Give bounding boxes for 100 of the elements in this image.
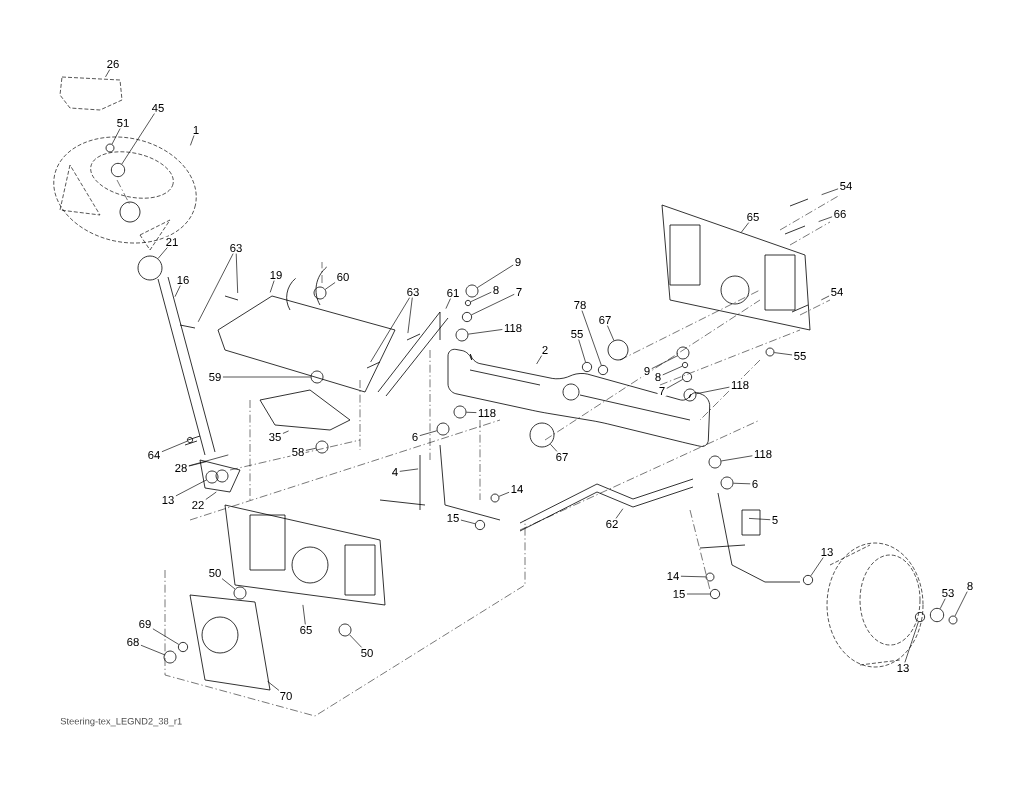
- callout-number: 60: [335, 271, 351, 283]
- leader-line: [498, 491, 510, 497]
- callout-number: 45: [150, 102, 166, 114]
- callout-number: 59: [207, 371, 223, 383]
- leader-line: [190, 135, 195, 146]
- hardware-part: [676, 346, 690, 360]
- callout-number: 13: [895, 662, 911, 674]
- hardware-part: [205, 470, 219, 484]
- leader-line: [695, 386, 730, 395]
- callout-number: 65: [298, 624, 314, 636]
- leader-line: [221, 578, 236, 590]
- hardware-part: [681, 371, 693, 383]
- callout-number: 19: [268, 269, 284, 281]
- callout-number: 21: [164, 236, 180, 248]
- leader-line: [407, 297, 413, 334]
- leader-line: [471, 293, 515, 316]
- leader-line: [302, 604, 306, 625]
- callout-number: 8: [965, 580, 975, 592]
- leader-line: [954, 591, 968, 617]
- callout-number: 63: [405, 286, 421, 298]
- callout-number: 118: [729, 379, 751, 391]
- leader-line: [818, 216, 833, 222]
- callout-number: 13: [160, 494, 176, 506]
- callout-number: 13: [819, 546, 835, 558]
- hardware-part: [186, 436, 194, 444]
- callout-number: 4: [390, 466, 400, 478]
- leader-line: [680, 575, 706, 578]
- hardware-part: [233, 586, 247, 600]
- hardware-part: [681, 361, 689, 369]
- hardware-part: [683, 388, 697, 402]
- callout-number: 61: [445, 287, 461, 299]
- leader-line: [460, 519, 476, 525]
- hardware-part: [465, 284, 479, 298]
- leader-line: [662, 365, 683, 376]
- hardware-part: [948, 615, 958, 625]
- leader-line: [774, 352, 793, 356]
- callout-number: 7: [657, 385, 667, 397]
- callout-number: 67: [597, 314, 613, 326]
- callout-number: 9: [513, 256, 523, 268]
- callout-number: 68: [125, 636, 141, 648]
- leader-line: [175, 479, 207, 497]
- callout-number: 6: [410, 431, 420, 443]
- leader-line: [615, 508, 624, 519]
- leader-line: [121, 113, 155, 165]
- leader-line: [235, 253, 239, 294]
- hardware-part: [765, 347, 775, 357]
- hardware-part: [163, 650, 177, 664]
- leader-line: [105, 69, 111, 78]
- hardware-part: [338, 623, 352, 637]
- leader-line: [904, 621, 919, 663]
- hardware-part: [313, 286, 327, 300]
- drawing-code: Steering-tex_LEGND2_38_r1: [60, 717, 182, 727]
- callout-number: 1: [191, 124, 201, 136]
- hardware-part: [461, 311, 473, 323]
- leader-line: [305, 447, 317, 451]
- leader-line: [445, 298, 451, 309]
- leader-line: [282, 430, 289, 434]
- leader-line: [550, 443, 558, 452]
- callout-number: 15: [445, 512, 461, 524]
- callout-number: 53: [940, 587, 956, 599]
- callout-number: 8: [491, 284, 501, 296]
- leader-line: [733, 482, 751, 485]
- leader-line: [468, 329, 503, 335]
- callout-number: 66: [832, 208, 848, 220]
- callout-number: 50: [359, 647, 375, 659]
- hardware-part: [705, 572, 715, 582]
- hardware-part: [105, 143, 115, 153]
- callout-number: 16: [175, 274, 191, 286]
- hardware-part: [474, 519, 486, 531]
- leader-line: [651, 355, 678, 369]
- callout-number: 7: [514, 286, 524, 298]
- hardware-part: [310, 370, 324, 384]
- hardware-part: [607, 339, 629, 361]
- leader-line: [477, 264, 514, 288]
- hardware-part: [455, 328, 469, 342]
- leader-line: [740, 222, 750, 233]
- leader-line: [152, 628, 179, 645]
- callout-number: 70: [278, 690, 294, 702]
- callout-number: 51: [115, 117, 131, 129]
- callout-number: 55: [792, 350, 808, 362]
- hardware-part: [464, 299, 472, 307]
- callout-number: 8: [653, 371, 663, 383]
- hardware-part: [708, 455, 722, 469]
- hardware-part: [490, 493, 500, 503]
- leader-line: [721, 455, 753, 462]
- callout-number: 55: [569, 328, 585, 340]
- hardware-part: [597, 364, 609, 376]
- hardware-part: [137, 255, 163, 281]
- leader-line: [188, 461, 207, 467]
- callout-number: 62: [604, 518, 620, 530]
- callout-number: 26: [105, 58, 121, 70]
- callout-number: 69: [137, 618, 153, 630]
- leader-line: [821, 188, 839, 196]
- callout-number: 78: [572, 299, 588, 311]
- leader-line: [939, 598, 946, 610]
- callout-number: 65: [745, 211, 761, 223]
- leader-line: [205, 491, 217, 500]
- callout-number: 118: [476, 407, 498, 419]
- leader-line: [188, 454, 229, 467]
- leader-line: [197, 253, 234, 323]
